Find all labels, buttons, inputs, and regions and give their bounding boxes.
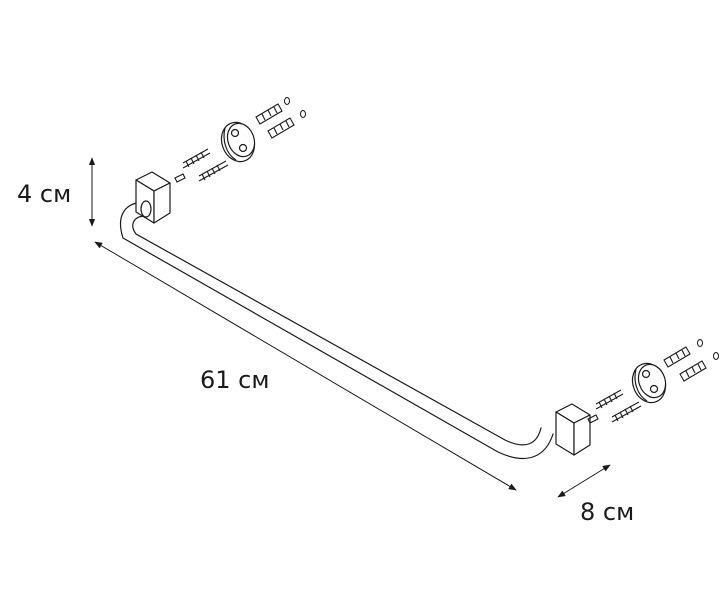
right-mounting-plate	[631, 362, 667, 404]
left-wall-plugs	[255, 103, 295, 139]
depth-dimension-label: 8 см	[580, 498, 635, 526]
length-dimension-line	[94, 241, 517, 491]
right-screws	[587, 389, 642, 424]
right-wall-bracket	[555, 403, 591, 456]
length-dimension-label: 61 см	[200, 366, 270, 394]
right-cover-caps	[697, 339, 719, 360]
depth-dimension-line	[557, 464, 611, 498]
left-mounting-plate	[220, 121, 256, 163]
left-screws	[174, 148, 229, 183]
left-cover-caps	[284, 97, 306, 118]
height-dimension-label: 4 см	[17, 180, 72, 208]
left-wall-bracket	[135, 171, 171, 224]
right-wall-plugs	[663, 346, 707, 382]
towel-bar	[119, 201, 554, 460]
